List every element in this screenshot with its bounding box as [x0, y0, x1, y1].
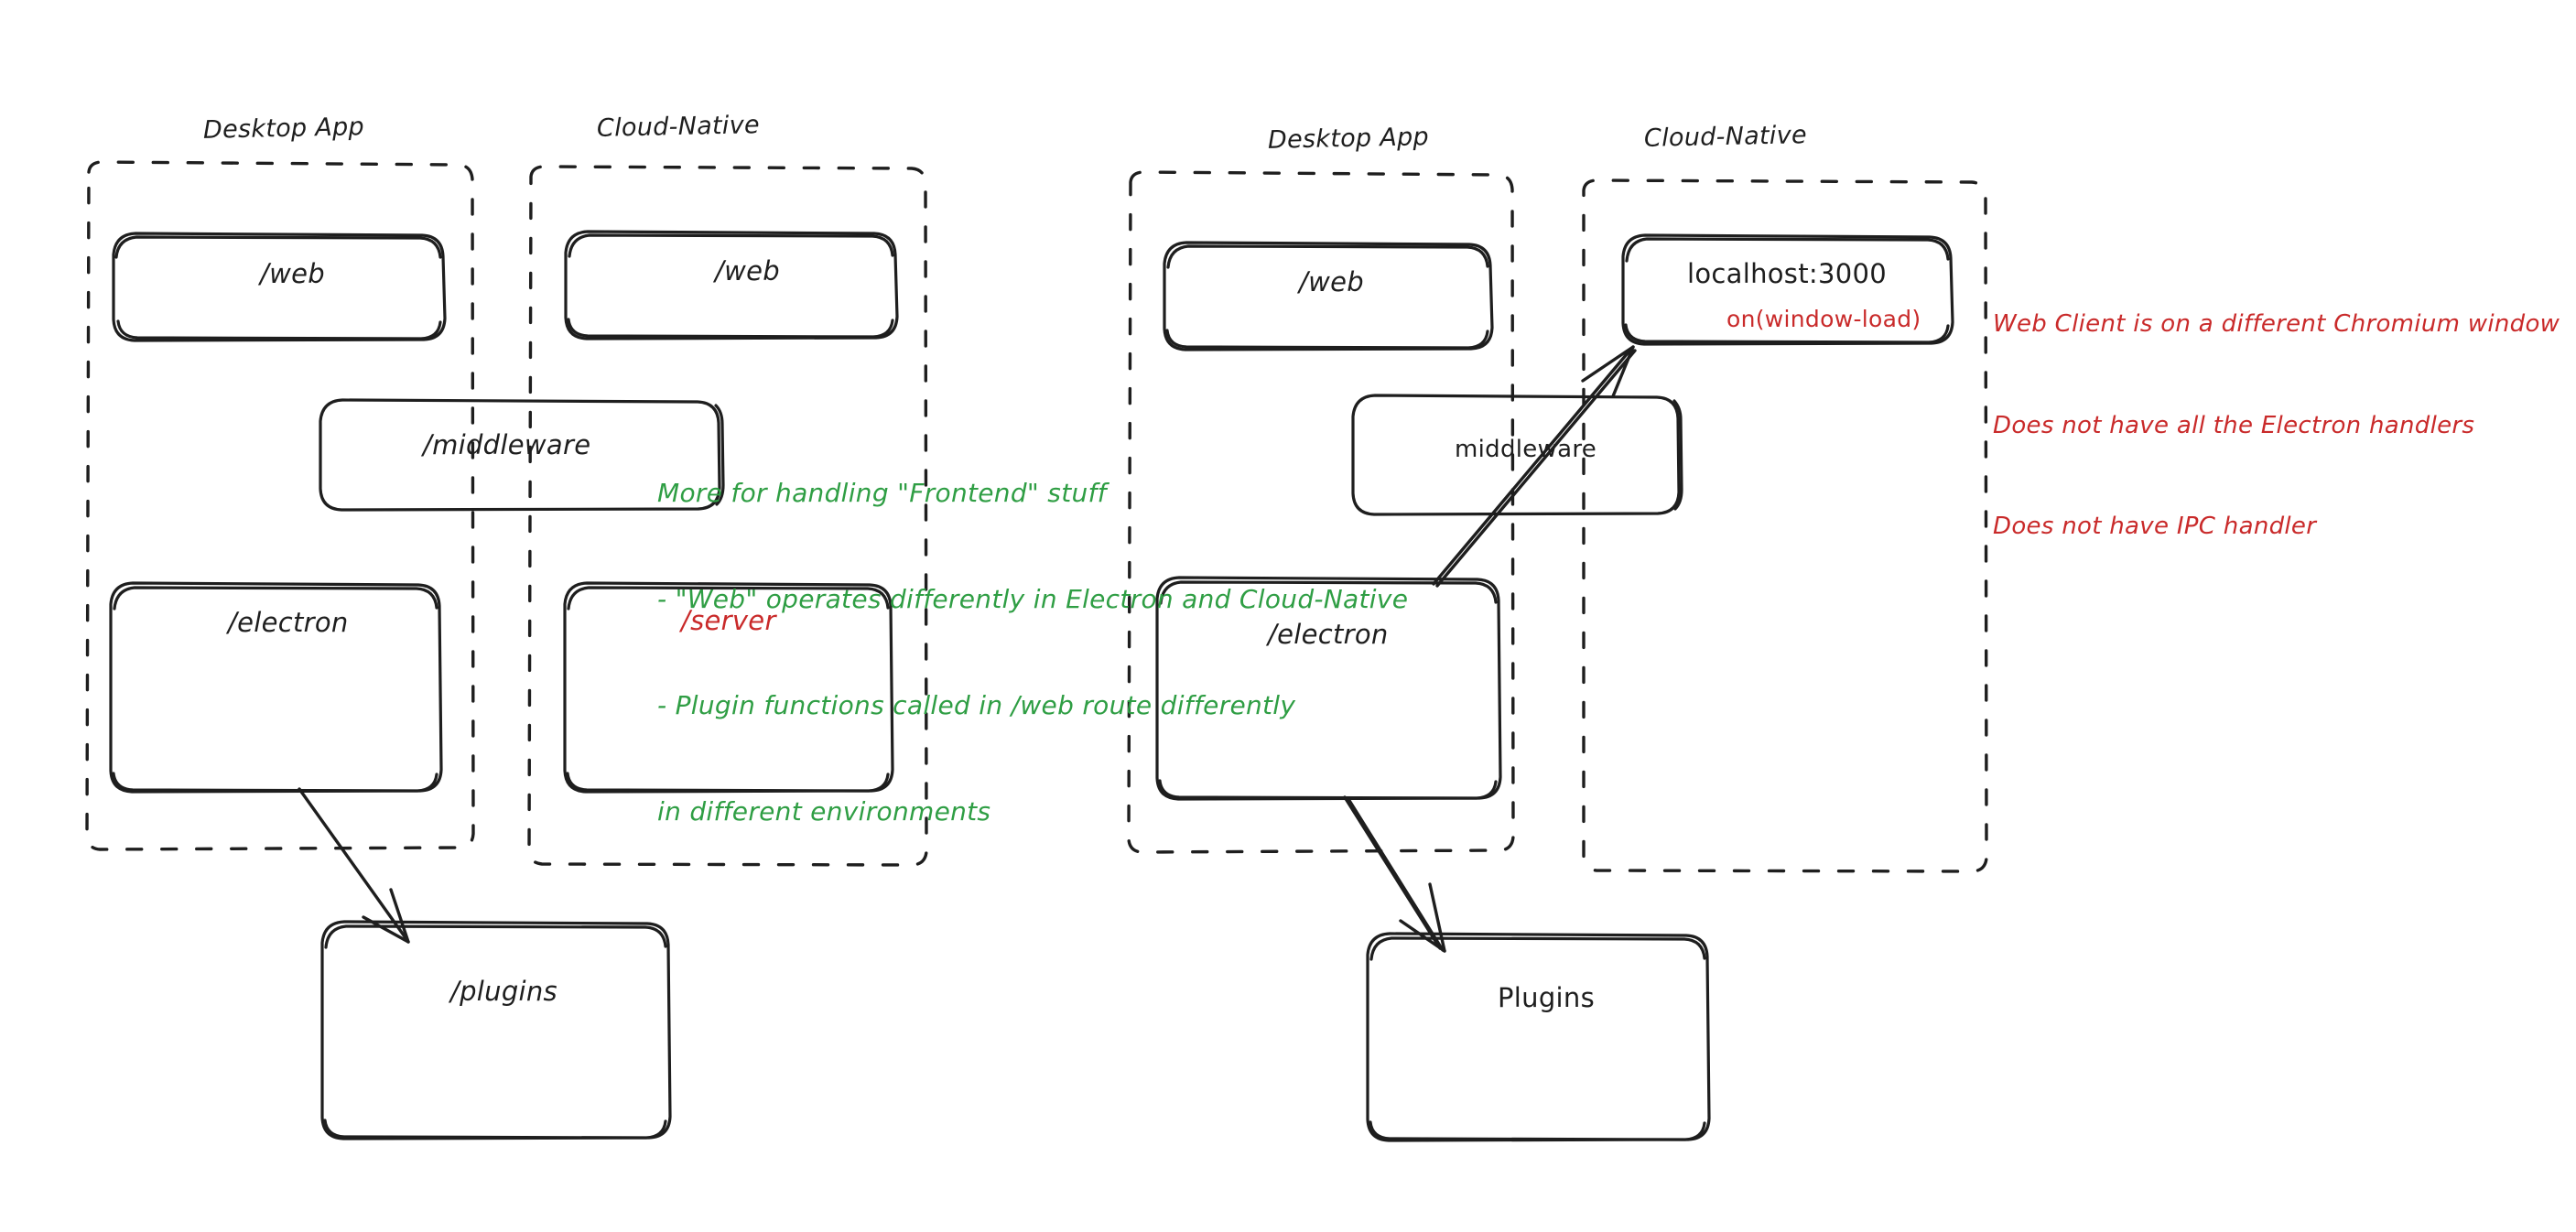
box-right-plugins: [1366, 932, 1711, 1142]
box-label-left-electron: /electron: [228, 607, 349, 638]
box-label-right-electron: /electron: [1268, 619, 1389, 650]
group-title-left-cloud-native: Cloud-Native: [596, 111, 761, 143]
annotation-green-note: More for handling "Frontend" stuff - "We…: [657, 405, 1408, 901]
group-title-right-desktop-app: Desktop App: [1267, 123, 1430, 155]
group-title-left-desktop-app: Desktop App: [202, 113, 365, 145]
box-label-right-desktop-web: /web: [1299, 266, 1364, 297]
annotation-green-line-3: - Plugin functions called in /web route …: [657, 690, 1296, 720]
box-label-right-plugins: Plugins: [1498, 982, 1595, 1013]
box-label-right-localhost: localhost:3000: [1687, 258, 1887, 289]
annotation-green-line-2: - "Web" operates differently in Electron…: [657, 584, 1409, 615]
annotation-red-line-1: Web Client is on a different Chromium wi…: [1993, 309, 2560, 338]
group-title-right-cloud-native: Cloud-Native: [1643, 121, 1808, 153]
arrow-left-electron-to-plugins: [298, 787, 410, 944]
annotation-red-note: Web Client is on a different Chromium wi…: [1993, 240, 2560, 611]
arrow-right-electron-to-localhost: [1432, 345, 1637, 588]
box-label-left-middleware: /middleware: [423, 429, 591, 460]
box-label-right-middleware: middleware: [1455, 436, 1597, 463]
box-label-left-plugins: /plugins: [450, 976, 557, 1007]
box-label-left-desktop-web: /web: [260, 258, 325, 289]
box-label-left-cloud-web: /web: [715, 255, 780, 286]
annotation-red-line-2: Does not have all the Electron handlers: [1993, 411, 2475, 439]
box-label-left-server: /server: [681, 605, 776, 636]
box-sublabel-right-localhost-onwindowload: on(window-load): [1726, 306, 1921, 332]
box-left-plugins: [320, 920, 672, 1140]
annotation-green-line-1: More for handling "Frontend" stuff: [657, 478, 1107, 509]
annotation-red-line-3: Does not have IPC handler: [1993, 513, 2317, 541]
annotation-green-line-4: in different environments: [657, 795, 991, 827]
